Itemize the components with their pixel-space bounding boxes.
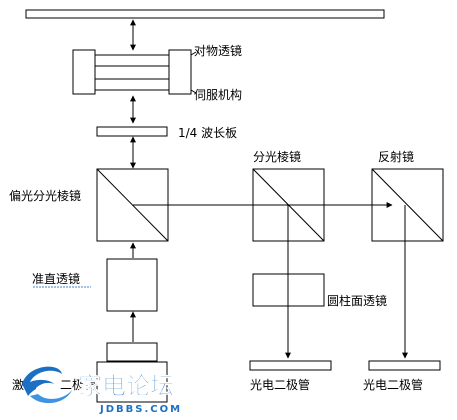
optical-disc	[25, 9, 385, 19]
swirl-logo-icon	[22, 366, 72, 404]
label-polarizing-beam-splitter: 偏光分光棱镜	[9, 188, 81, 203]
laser-diode-body	[96, 361, 168, 403]
photodiode-1	[249, 360, 332, 371]
objective-lens-servo	[72, 49, 197, 95]
label-quarter-wave-plate: 1/4 波长板	[178, 126, 237, 140]
label-beam-splitter: 分光棱镜	[253, 149, 301, 164]
laser-diode-box	[106, 342, 158, 362]
quarter-wave-plate	[96, 126, 168, 137]
label-mirror: 反射镜	[378, 149, 414, 164]
watermark: 家电论坛 JDBBS.COM	[22, 366, 182, 415]
label-photodiode-2: 光电二极管	[363, 377, 423, 392]
watermark-url: JDBBS.COM	[99, 404, 182, 415]
label-servo-mechanism: 伺服机构	[194, 87, 242, 102]
label-laser-diode-partial-2: 二极管	[60, 377, 96, 392]
watermark-title: 家电论坛	[78, 372, 174, 400]
collimating-lens	[106, 258, 158, 312]
label-cylindrical-lens: 圆柱面透镜	[327, 293, 387, 308]
photodiode-2	[368, 360, 441, 371]
label-photodiode-1: 光电二极管	[250, 377, 310, 392]
label-objective-lens: 对物透镜	[194, 43, 242, 58]
label-laser-diode-partial: 激	[12, 378, 24, 392]
label-collimating-lens: 准直透镜	[32, 271, 80, 286]
